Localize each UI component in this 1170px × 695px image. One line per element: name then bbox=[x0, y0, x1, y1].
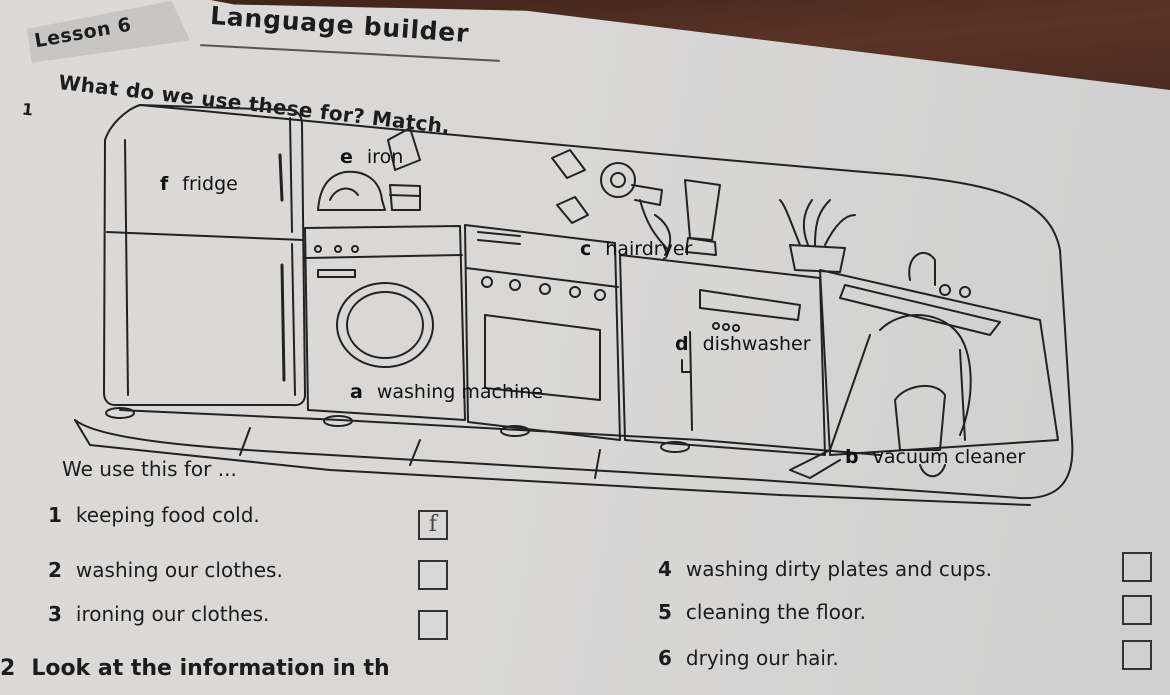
label-fridge-letter: f bbox=[160, 173, 169, 195]
answer-box-5[interactable] bbox=[1122, 595, 1152, 625]
item-6-text: drying our hair. bbox=[685, 646, 839, 670]
item-2: 2 washing our clothes. bbox=[48, 558, 283, 582]
item-5-number: 5 bbox=[658, 600, 672, 624]
label-dishwasher: d dishwasher bbox=[675, 333, 811, 355]
item-3-number: 3 bbox=[48, 602, 62, 626]
item-6-number: 6 bbox=[658, 646, 672, 670]
item-3: 3 ironing our clothes. bbox=[48, 602, 269, 626]
label-dishwasher-letter: d bbox=[675, 333, 689, 355]
label-washing-machine-text: washing machine bbox=[377, 381, 543, 403]
item-4-text: washing dirty plates and cups. bbox=[685, 557, 992, 581]
label-iron-text: iron bbox=[367, 146, 403, 168]
kitchen-outline bbox=[74, 104, 1074, 500]
answer-box-6[interactable] bbox=[1122, 640, 1152, 670]
answer-box-3[interactable] bbox=[418, 610, 448, 640]
label-washing-machine: a washing machine bbox=[350, 381, 543, 403]
answer-box-4[interactable] bbox=[1122, 552, 1152, 582]
item-2-text: washing our clothes. bbox=[75, 558, 283, 582]
exercise-2-heading: 2 Look at the information in th bbox=[0, 656, 390, 681]
item-5: 5 cleaning the floor. bbox=[658, 600, 866, 624]
label-dishwasher-text: dishwasher bbox=[703, 333, 811, 355]
label-vacuum-cleaner: b vacuum cleaner bbox=[845, 446, 1025, 468]
label-washing-machine-letter: a bbox=[350, 381, 363, 403]
floor bbox=[74, 419, 1031, 506]
washing-machine-drawing bbox=[304, 225, 466, 421]
vacuum-cleaner-drawing bbox=[789, 314, 972, 479]
item-4: 4 washing dirty plates and cups. bbox=[658, 557, 992, 581]
label-vacuum-cleaner-letter: b bbox=[845, 446, 859, 468]
label-vacuum-cleaner-text: vacuum cleaner bbox=[873, 446, 1026, 468]
item-1: 1 keeping food cold. bbox=[48, 503, 260, 527]
item-5-text: cleaning the floor. bbox=[685, 600, 866, 624]
sink-drawing bbox=[819, 251, 1059, 456]
iron-drawing bbox=[317, 127, 421, 211]
label-hairdryer: c hairdryer bbox=[580, 238, 693, 260]
label-fridge-text: fridge bbox=[182, 173, 238, 195]
answer-box-1[interactable]: f bbox=[418, 510, 448, 540]
item-4-number: 4 bbox=[658, 557, 672, 581]
hairdryer-drawing bbox=[600, 162, 672, 256]
sentence-stem: We use this for ... bbox=[62, 457, 237, 481]
item-1-number: 1 bbox=[48, 503, 62, 527]
exercise-2-instruction: Look at the information in th bbox=[31, 656, 390, 681]
dishwasher-drawing bbox=[619, 254, 826, 456]
answer-box-2[interactable] bbox=[418, 560, 448, 590]
label-iron-letter: e bbox=[340, 146, 353, 168]
label-hairdryer-text: hairdryer bbox=[605, 238, 692, 260]
exercise-2-number: 2 bbox=[0, 656, 16, 681]
item-1-text: keeping food cold. bbox=[75, 503, 260, 527]
label-hairdryer-letter: c bbox=[580, 238, 591, 260]
plant-drawing bbox=[779, 199, 856, 273]
blender-drawing bbox=[684, 179, 721, 256]
oven-drawing bbox=[464, 224, 621, 441]
item-3-text: ironing our clothes. bbox=[75, 602, 270, 626]
fridge-drawing bbox=[103, 104, 306, 407]
item-6: 6 drying our hair. bbox=[658, 646, 839, 670]
item-2-number: 2 bbox=[48, 558, 62, 582]
